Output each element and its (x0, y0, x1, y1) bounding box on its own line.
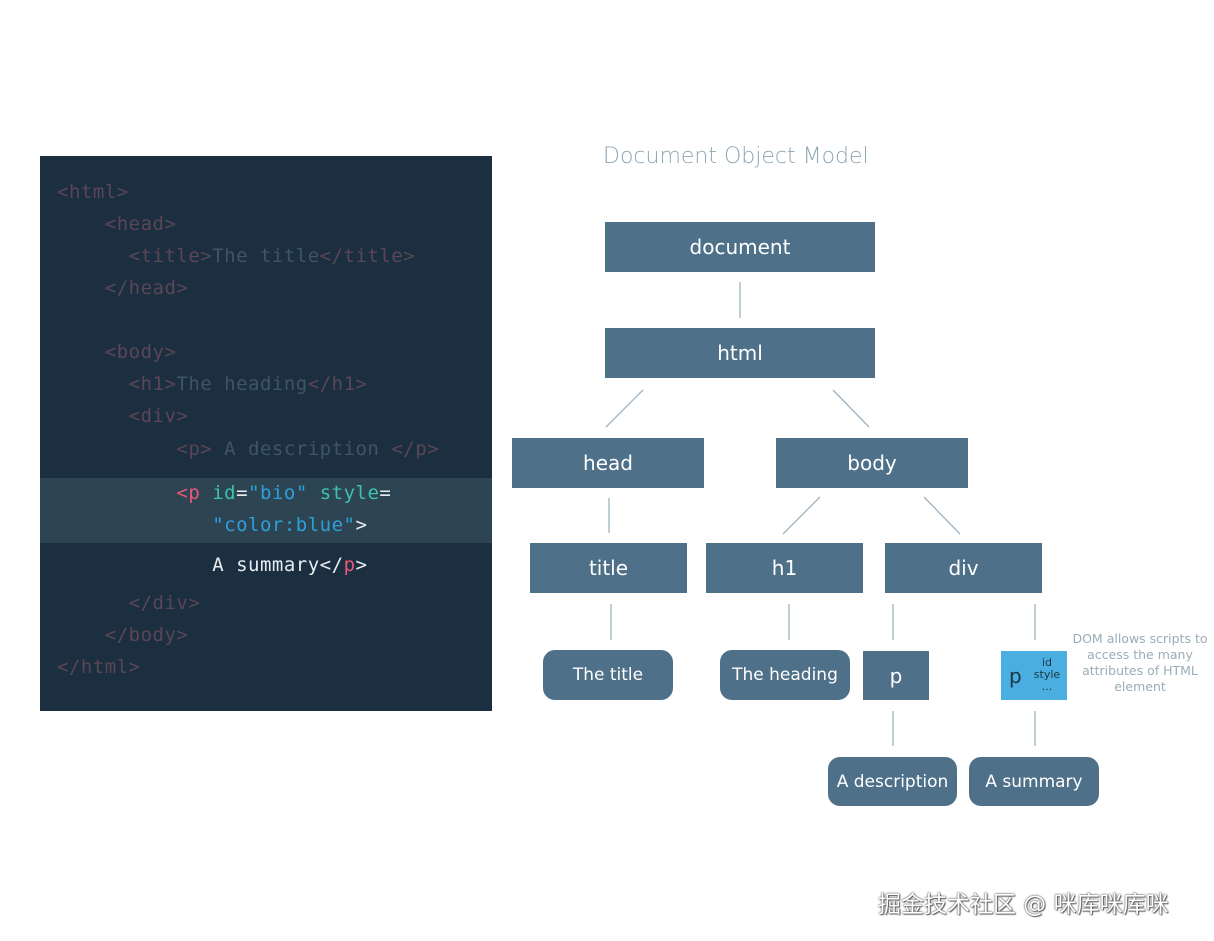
node-description-text: A description (828, 757, 957, 806)
code-line: <html> (57, 181, 129, 203)
code-token: <body> (104, 341, 177, 363)
code-token: id (212, 482, 237, 504)
code-line: <h1>The heading</h1> (57, 373, 367, 395)
code-line: <title>The title</title> (57, 245, 415, 267)
edge-html-body (832, 389, 870, 428)
edge-body-h1 (782, 496, 821, 535)
code-token: <div> (128, 405, 189, 427)
node-summary-text: A summary (969, 757, 1099, 806)
node-p-summary-label: p (1009, 664, 1022, 688)
code-token: <p> (176, 438, 213, 460)
node-head: head (512, 438, 704, 488)
node-div: div (885, 543, 1042, 593)
code-line: <head> (57, 213, 176, 235)
code-token: <p (176, 482, 213, 504)
node-h1: h1 (706, 543, 863, 593)
code-token: </head> (104, 277, 189, 299)
node-p-description: p (863, 651, 929, 700)
node-title-text: The title (543, 650, 673, 700)
code-line: A summary</p> (57, 554, 367, 576)
node-p-summary-attrs: id style ... (1029, 657, 1065, 693)
code-token: > (355, 554, 368, 576)
code-line: <body> (57, 341, 176, 363)
code-highlight (40, 478, 492, 543)
attr-more: ... (1041, 680, 1053, 693)
node-p-summary: p id style ... (1001, 651, 1067, 700)
code-token: p (343, 554, 356, 576)
watermark: 掘金技术社区 @ 咪库咪库咪 (878, 892, 1169, 918)
attr-style: style (1033, 668, 1061, 681)
node-document: document (605, 222, 875, 272)
node-title: title (530, 543, 687, 593)
code-token: <html> (57, 181, 129, 203)
code-token: <h1> (128, 373, 177, 395)
node-body: body (776, 438, 968, 488)
edge-body-div (923, 496, 961, 535)
attr-id: id (1041, 656, 1053, 669)
code-token: = (379, 482, 392, 504)
code-line: </head> (57, 277, 188, 299)
code-token: "color:blue" (212, 514, 356, 536)
code-line: <p> A description </p> (57, 438, 439, 460)
code-token: </html> (57, 656, 141, 678)
node-html: html (605, 328, 875, 378)
code-token: A description (212, 438, 392, 460)
code-line: </div> (57, 592, 200, 614)
code-token: = (236, 482, 249, 504)
code-token: > (355, 514, 368, 536)
code-token: </div> (128, 592, 201, 614)
code-token: </p> (391, 438, 440, 460)
code-line: <p id="bio" style= (57, 482, 391, 504)
code-panel: <html> <head> <title>The title</title> <… (40, 156, 492, 711)
code-line: </body> (57, 624, 188, 646)
code-token: <head> (104, 213, 177, 235)
code-token: A summary</ (212, 554, 344, 576)
edge-html-head (605, 389, 644, 428)
code-line: </html> (57, 656, 141, 678)
code-token: <title> (128, 245, 213, 267)
code-token: </body> (104, 624, 189, 646)
dom-title: Document Object Model (603, 144, 869, 169)
node-heading-text: The heading (720, 650, 850, 700)
code-token: </h1> (307, 373, 368, 395)
dom-note: DOM allows scripts to access the many at… (1072, 631, 1208, 694)
code-line: "color:blue"> (57, 514, 367, 536)
code-token: </title> (319, 245, 416, 267)
code-line: <div> (57, 405, 188, 427)
code-token: The title (212, 245, 320, 267)
code-token: The heading (176, 373, 308, 395)
code-token: "bio" (248, 482, 308, 504)
code-token: style (319, 482, 380, 504)
